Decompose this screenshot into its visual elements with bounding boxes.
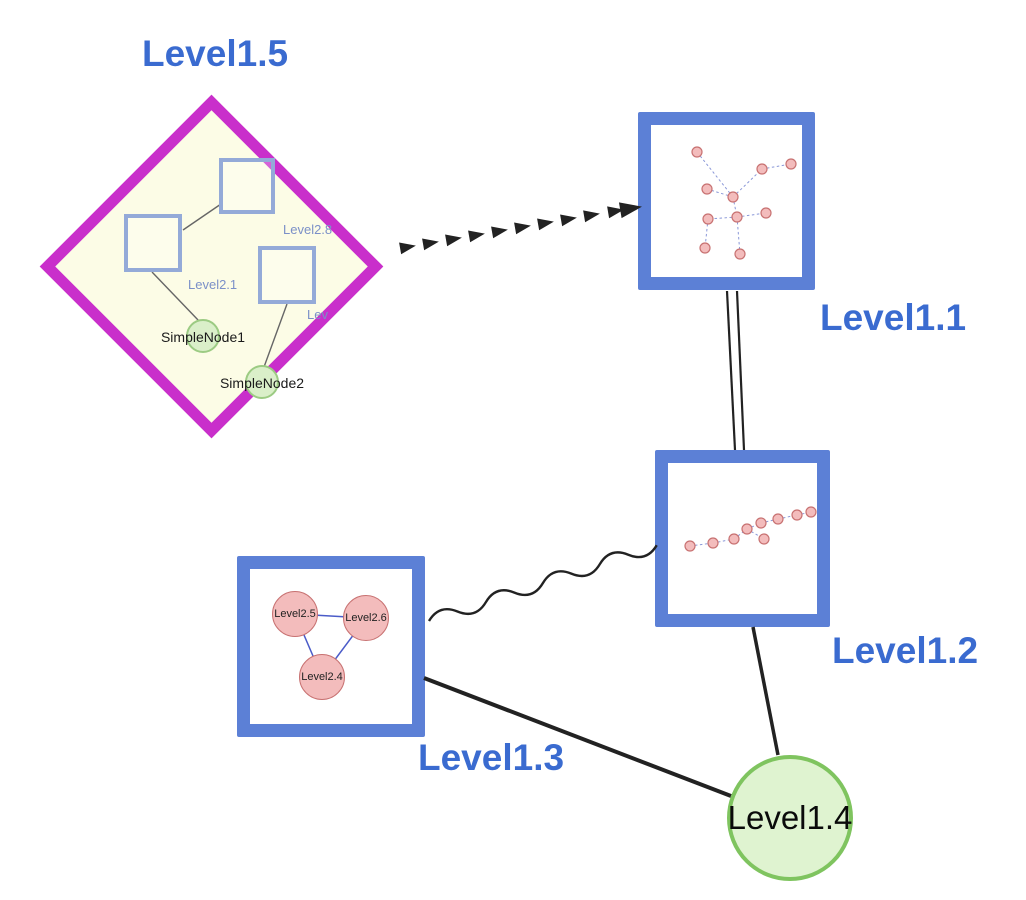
- node-level2-4[interactable]: Level2.4: [299, 654, 345, 700]
- node-simplenode2[interactable]: [245, 365, 279, 399]
- node-level1-1[interactable]: [638, 112, 815, 290]
- node-level2-6[interactable]: Level2.6: [343, 595, 389, 641]
- edge-level1-3-to-level1-2[interactable]: [427, 539, 659, 627]
- edge-level1-3-to-level1-4[interactable]: [423, 676, 732, 798]
- graph-node-dot[interactable]: [756, 163, 768, 175]
- graph-node-dot[interactable]: [760, 207, 772, 219]
- graph-node-dot[interactable]: [734, 248, 746, 260]
- graph-node-dot[interactable]: [755, 517, 767, 529]
- graph-node-dot[interactable]: [702, 213, 714, 225]
- node-label-level1-1: Level1.1: [820, 297, 967, 338]
- node-label-level2-5: Level2.5: [274, 608, 316, 620]
- node-label-level2-x: Lev: [307, 307, 328, 322]
- edge-level1-2-to-level1-4[interactable]: [751, 626, 780, 756]
- graph-node-dot[interactable]: [691, 146, 703, 158]
- graph-node-dot[interactable]: [684, 540, 696, 552]
- graph-node-dot[interactable]: [758, 533, 770, 545]
- mini-graph-level1-2: [684, 506, 817, 552]
- edge-level1-5-to-level1-1[interactable]: [399, 202, 642, 255]
- node-label-level1-4: Level1.4: [727, 799, 853, 836]
- graph-node-dot[interactable]: [707, 537, 719, 549]
- node-label-level2-8: Level2.8: [283, 222, 333, 237]
- node-label-level1-2: Level1.2: [832, 630, 979, 671]
- graph-node-dot[interactable]: [785, 158, 797, 170]
- graph-node-dot[interactable]: [728, 533, 740, 545]
- graph-node-dot[interactable]: [699, 242, 711, 254]
- node-level2-5[interactable]: Level2.5: [272, 591, 318, 637]
- node-label-simplenode1: SimpleNode1: [160, 329, 246, 345]
- node-level2-8[interactable]: [219, 158, 275, 214]
- node-level1-2[interactable]: [655, 450, 830, 627]
- level1-5-inner-edges: [151, 203, 288, 368]
- node-level2-x[interactable]: [258, 246, 316, 304]
- node-simplenode1[interactable]: [186, 319, 220, 353]
- graph-node-dot[interactable]: [772, 513, 784, 525]
- graph-node-dot[interactable]: [741, 523, 753, 535]
- node-label-level1-5: Level1.5: [142, 33, 289, 74]
- graph-node-dot[interactable]: [805, 506, 817, 518]
- node-label-level1-3: Level1.3: [418, 737, 565, 778]
- node-label-level2-6: Level2.6: [345, 612, 387, 624]
- node-label-level2-1: Level2.1: [188, 277, 238, 292]
- node-label-simplenode2: SimpleNode2: [219, 375, 305, 391]
- node-level2-1[interactable]: [124, 214, 182, 272]
- node-level1-3[interactable]: [237, 556, 425, 737]
- graph-node-dot[interactable]: [731, 211, 743, 223]
- graph-node-dot[interactable]: [701, 183, 713, 195]
- node-label-level2-4: Level2.4: [301, 671, 343, 683]
- graph-node-dot[interactable]: [727, 191, 739, 203]
- edge-level1-1-to-level1-2[interactable]: [725, 290, 746, 451]
- mini-graph-level1-1: [691, 146, 797, 260]
- graph-node-dot[interactable]: [791, 509, 803, 521]
- node-level1-4[interactable]: [727, 755, 853, 881]
